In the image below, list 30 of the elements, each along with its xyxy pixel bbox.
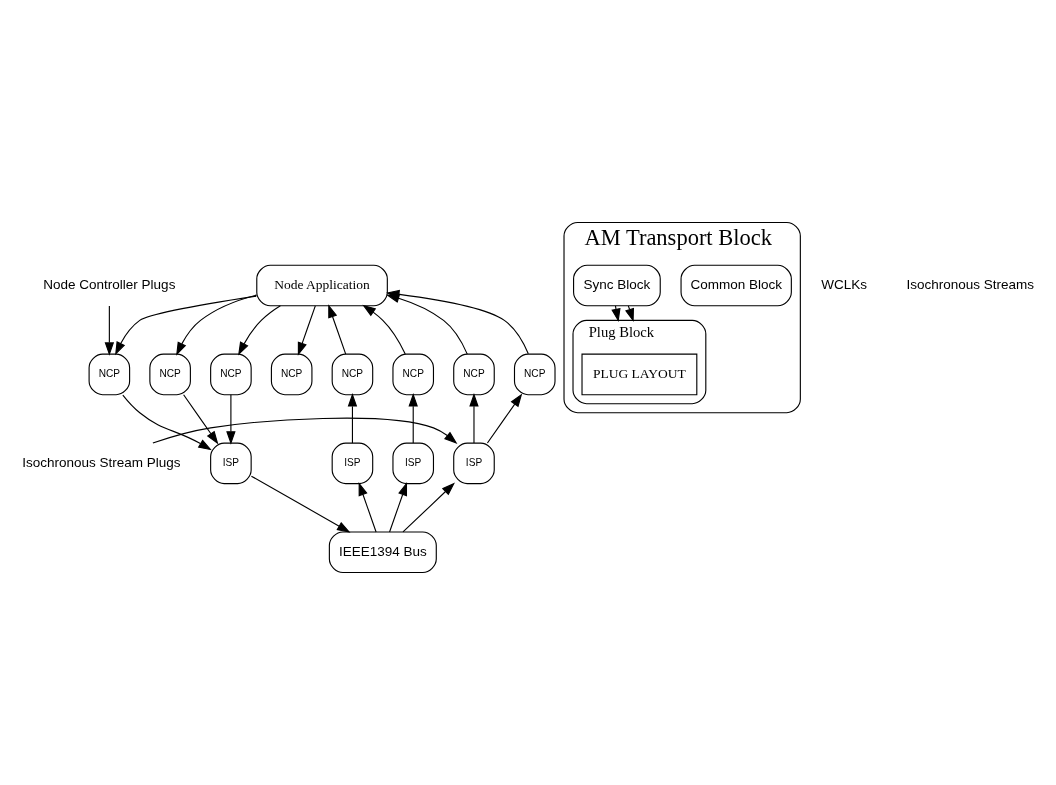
arrow	[611, 304, 621, 322]
arrow	[183, 393, 219, 444]
arrow	[408, 392, 418, 444]
arrow	[115, 295, 257, 355]
arrow	[625, 304, 635, 322]
arrow	[358, 481, 377, 532]
arrow	[297, 304, 316, 356]
arrow	[250, 475, 351, 533]
arrow	[486, 392, 523, 444]
arrow	[347, 392, 358, 444]
node-text: Node Controller Plugs	[43, 276, 176, 292]
arrow	[389, 481, 408, 532]
arrow	[226, 393, 236, 445]
node-box: PLUG LAYOUT	[581, 353, 698, 395]
arrow	[122, 394, 212, 450]
label: Isochronous Streams	[906, 276, 1035, 292]
node-box: IEEE1394 Bus	[328, 530, 437, 573]
arrow	[176, 294, 258, 356]
arrow	[152, 417, 458, 444]
arrow	[362, 304, 406, 355]
arrow	[328, 303, 347, 355]
arrow	[402, 482, 455, 532]
node-box: Common Block	[680, 264, 792, 306]
node-box: Sync Block	[573, 264, 661, 306]
node-text: Isochronous Stream Plugs	[22, 454, 181, 470]
label: WCLKs	[821, 276, 868, 292]
arrow	[238, 304, 281, 355]
arrow	[469, 392, 479, 444]
node-box: Node Application	[256, 264, 388, 306]
arrow	[104, 304, 115, 356]
